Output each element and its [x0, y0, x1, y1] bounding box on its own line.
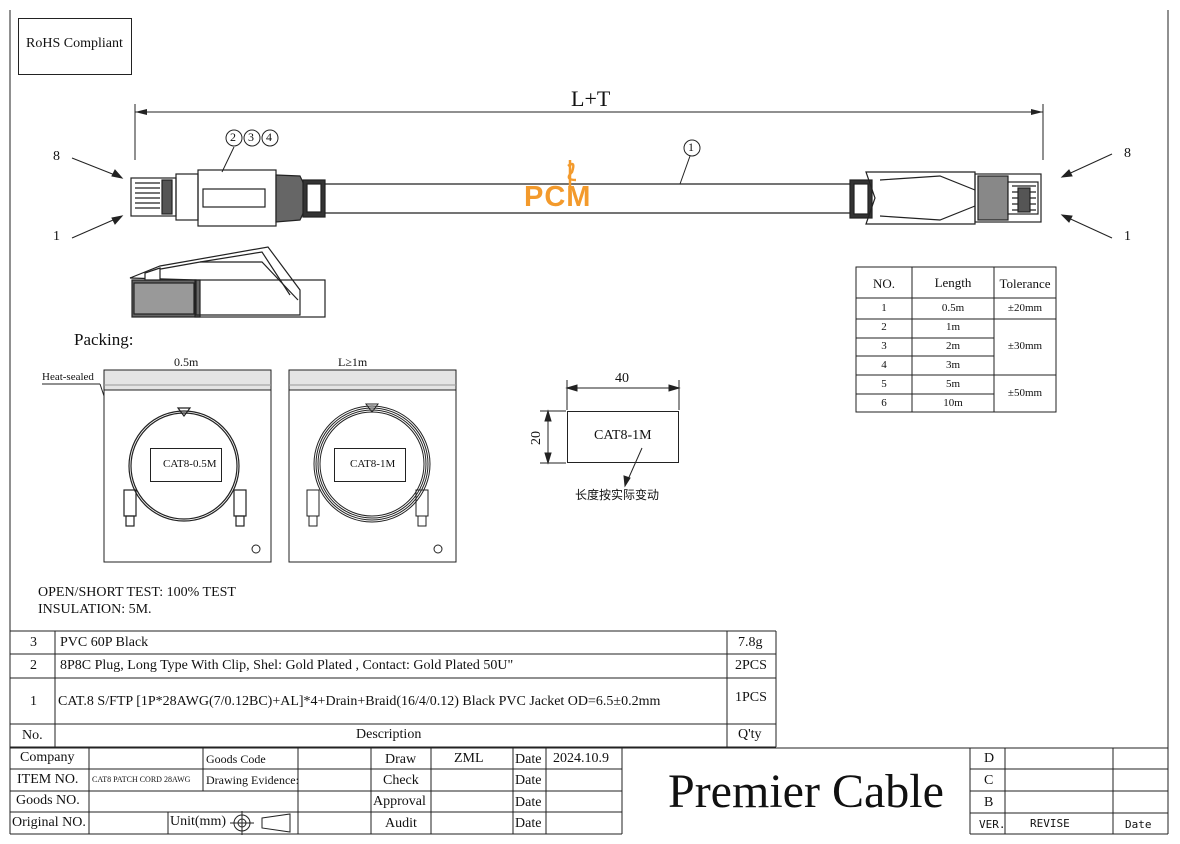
- bom-table-grid: [10, 630, 777, 748]
- revision-b: B: [984, 795, 994, 810]
- length-table-header-length: Length: [934, 275, 972, 290]
- bag-large-label: CAT8-1M: [350, 458, 396, 470]
- length-row-length: 5m: [945, 378, 961, 390]
- check-label: Check: [383, 773, 419, 788]
- pcm-watermark-logo: PCM: [524, 181, 592, 213]
- bag-small-size: 0.5m: [174, 355, 199, 369]
- right-pin-8-label: 8: [1124, 146, 1131, 161]
- bag-large-size: L≥1m: [338, 355, 368, 369]
- left-pin-1-label: 1: [53, 229, 60, 244]
- goods-code-label: Goods Code: [206, 752, 266, 766]
- label-width-dim: 40: [615, 371, 629, 386]
- revise-label: REVISE: [1030, 817, 1070, 830]
- bom-row-qty: 7.8g: [738, 635, 763, 650]
- label-length-note: 长度按实际变动: [575, 488, 660, 502]
- bom-row-description: CAT.8 S/FTP [1P*28AWG(7/0.12BC)+AL]*4+Dr…: [58, 694, 661, 709]
- label-outline: [567, 411, 679, 463]
- callout-plug-4: 4: [266, 130, 272, 144]
- bom-row-no: 2: [30, 658, 37, 673]
- bom-row-description: 8P8C Plug, Long Type With Clip, Shel: Go…: [60, 658, 514, 673]
- draw-date-value: 2024.10.9: [553, 751, 609, 766]
- label-height-dim: 20: [529, 431, 544, 445]
- bom-header-description: Description: [356, 727, 422, 742]
- length-row-no: 1: [881, 302, 887, 314]
- tolerance-value: ±30mm: [1007, 340, 1043, 352]
- length-row-no: 6: [881, 397, 887, 409]
- company-label: Company: [20, 750, 75, 765]
- bom-row-description: PVC 60P Black: [60, 635, 149, 650]
- title-block-grid: [10, 747, 1169, 835]
- revision-date-label: Date: [1125, 818, 1152, 831]
- left-pin-8-label: 8: [53, 149, 60, 164]
- cable-jacket: [325, 183, 850, 214]
- length-row-no: 4: [881, 359, 887, 371]
- tolerance-value: ±50mm: [1007, 387, 1043, 399]
- length-row-no: 5: [881, 378, 887, 390]
- goods-no-label: Goods NO.: [16, 793, 80, 808]
- item-no-label: ITEM NO.: [17, 772, 79, 787]
- length-row-length: 0.5m: [941, 302, 965, 314]
- label-text: CAT8-1M: [594, 428, 652, 443]
- bag-small-label-box: [150, 448, 222, 482]
- projection-symbol: [230, 811, 291, 835]
- approval-date-label: Date: [515, 795, 542, 810]
- bag-small-label: CAT8-0.5M: [163, 458, 217, 470]
- draw-value: ZML: [454, 751, 484, 766]
- test-note-insulation: INSULATION: 5M.: [38, 602, 152, 617]
- right-pin-1-label: 1: [1124, 229, 1131, 244]
- bom-row-qty: 1PCS: [735, 690, 767, 705]
- draw-date-label: Date: [515, 752, 542, 767]
- length-table-header-no: NO.: [872, 276, 896, 291]
- length-row-length: 3m: [945, 359, 961, 371]
- length-row-length: 1m: [945, 321, 961, 333]
- draw-label: Draw: [385, 752, 417, 767]
- original-no-label: Original NO.: [12, 815, 86, 830]
- bom-header-qty: Q'ty: [738, 727, 762, 742]
- tolerance-value: ±20mm: [1007, 302, 1043, 314]
- length-row-length: 10m: [943, 397, 963, 409]
- packing-bags: [42, 369, 457, 563]
- length-table-header-tolerance: Tolerance: [999, 276, 1051, 291]
- approval-label: Approval: [373, 794, 426, 809]
- bom-header-no: No.: [22, 728, 43, 743]
- ver-label: VER.: [979, 818, 1006, 831]
- audit-date-label: Date: [515, 816, 542, 831]
- company-name: Premier Cable: [668, 765, 944, 818]
- callout-leaders: [71, 146, 1113, 239]
- heat-sealed-label: Heat-sealed: [42, 371, 94, 383]
- rohs-label: RoHS Compliant: [26, 36, 123, 51]
- revision-c: C: [984, 773, 994, 788]
- check-date-label: Date: [515, 773, 542, 788]
- audit-label: Audit: [385, 816, 417, 831]
- item-no-value: CAT8 PATCH CORD 28AWG: [92, 775, 191, 784]
- bom-row-no: 1: [30, 694, 37, 709]
- packing-title: Packing:: [74, 330, 134, 349]
- callout-plug-3: 3: [248, 130, 254, 144]
- overall-length-label: L+T: [571, 86, 611, 111]
- left-plug: [130, 169, 326, 227]
- length-table-grid: [855, 266, 1057, 413]
- callout-plug-2: 2: [230, 130, 236, 144]
- coiled-cable-large: [306, 403, 431, 527]
- length-row-no: 3: [881, 340, 887, 352]
- bom-row-no: 3: [30, 635, 37, 650]
- left-plug-side-view: [129, 246, 326, 318]
- revision-d: D: [984, 751, 995, 766]
- right-plug: [849, 171, 1042, 225]
- callout-circles: [225, 129, 701, 157]
- bag-large-label-box: [334, 448, 406, 482]
- overall-length-dimension: [134, 104, 1044, 160]
- pcm-logo: [567, 160, 577, 188]
- drawing-evidence-label: Drawing Evidence:: [206, 773, 299, 787]
- test-note-open-short: OPEN/SHORT TEST: 100% TEST: [38, 585, 236, 600]
- rohs-compliance-box: [18, 18, 132, 75]
- unit-label: Unit(mm): [170, 814, 226, 829]
- length-row-no: 2: [881, 321, 887, 333]
- length-row-length: 2m: [945, 340, 961, 352]
- callout-jacket-1: 1: [688, 140, 694, 154]
- coiled-cable-small: [123, 407, 247, 527]
- label-dimensions: [540, 380, 681, 488]
- bom-row-qty: 2PCS: [735, 658, 767, 673]
